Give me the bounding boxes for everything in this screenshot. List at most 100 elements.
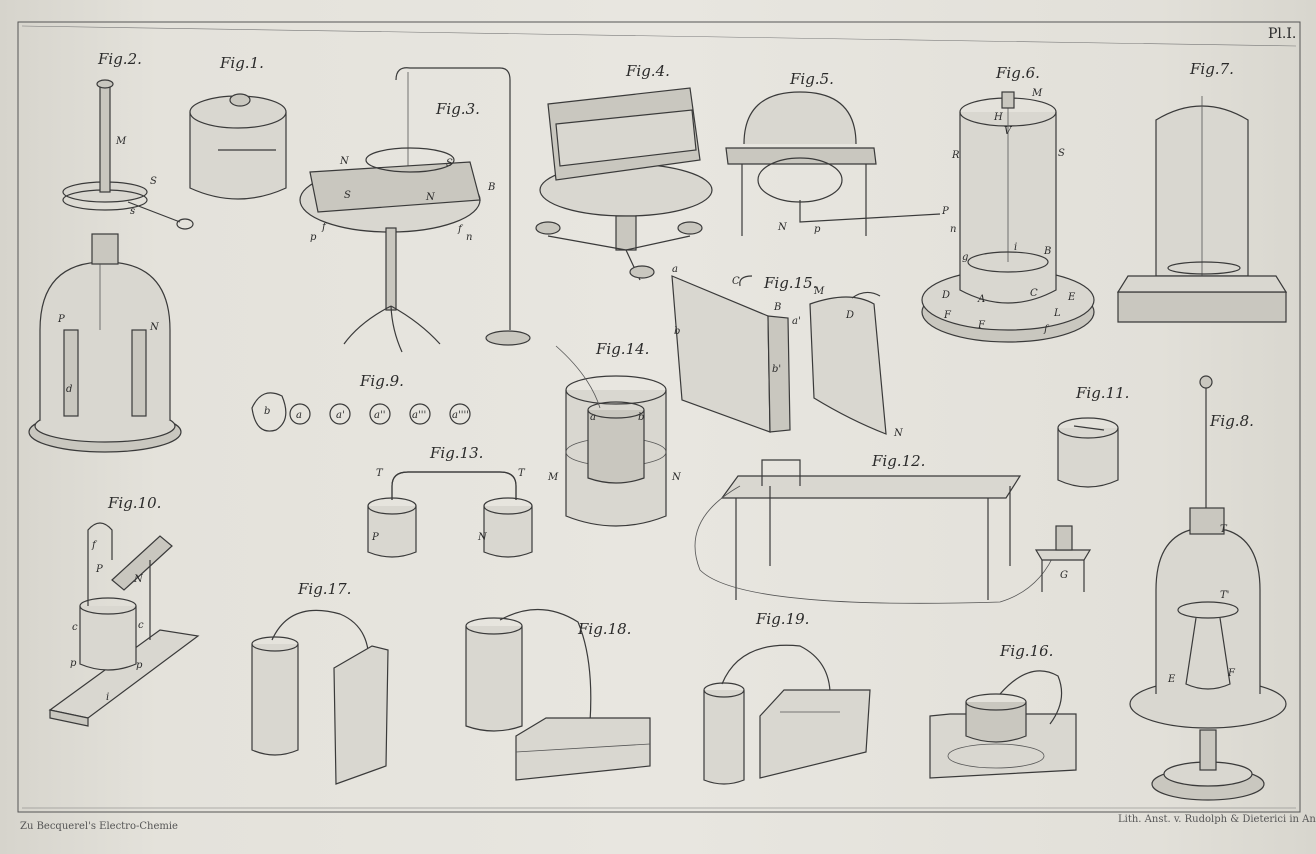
figure-7-label: Fig.7. [1189, 60, 1234, 78]
fig6-letter-i: i [1014, 242, 1017, 253]
figure-3-label: Fig.3. [435, 100, 480, 118]
fig15-letter-a1: a' [792, 316, 801, 327]
fig15-letter-b: b [674, 326, 680, 337]
credit-right: Lith. Anst. v. Rudolph & Dieterici in An… [1118, 814, 1316, 825]
fig15-letter-D: D [845, 310, 854, 321]
figure-18-label: Fig.18. [577, 620, 631, 638]
fig3-letter-N2: N [425, 192, 436, 203]
fig8-letter-T1: T' [1220, 590, 1229, 601]
fig6-letter-L: L [1053, 308, 1061, 319]
fig5-letter-N: N [777, 222, 788, 233]
plate-number: Pl.I. [1268, 26, 1296, 42]
fig14-letter-M: M [547, 472, 559, 483]
fig6-letter-f: f [1043, 324, 1050, 335]
fig10-letter-N: N [133, 574, 144, 585]
figure-4-box-apparatus: Fig.4. [535, 62, 713, 281]
fig2-letter-P: P [57, 314, 65, 325]
fig6-letter-E: E [1067, 292, 1076, 303]
figure-9-discs: Fig.9. b a a' a'' a''' a'''' [251, 372, 471, 432]
figure-13-u-tube: Fig.13. T T P N [367, 444, 533, 558]
fig8-letter-F: F [1227, 668, 1236, 679]
figure-10-label: Fig.10. [107, 494, 161, 512]
fig14-letter-b: b [638, 412, 644, 423]
fig9-letter-a: a [296, 410, 302, 421]
fig2-letter-d: d [66, 384, 72, 395]
fig13-letter-P: P [371, 532, 379, 543]
figure-19-label: Fig.19. [755, 610, 809, 628]
figure-8-bell-jar-stand: Fig.8. T T' E F [1129, 375, 1287, 801]
fig10-letter-p2: p [136, 660, 143, 671]
fig15-letter-b1: b' [772, 364, 781, 375]
figure-7-glass-cylinder-frame: Fig.7. [1116, 60, 1288, 323]
fig3-letter-f: f [321, 222, 328, 233]
figure-16-trough: Fig.16. [929, 642, 1077, 779]
figure-15-plates: Fig.15. C B M D a a' b b' N [671, 264, 904, 439]
figure-4-label: Fig.4. [625, 62, 670, 80]
fig9-letter-a4: a'''' [452, 410, 469, 421]
fig6-letter-D: D [941, 290, 950, 301]
fig8-letter-T: T [1220, 524, 1228, 535]
fig9-letter-a2: a'' [374, 410, 385, 421]
fig6-letter-F: F [943, 310, 952, 321]
fig3-letter-S2: S [344, 190, 351, 201]
fig3-letter-n: n [466, 232, 472, 243]
figure-17-label: Fig.17. [297, 580, 351, 598]
fig14-letter-N: N [671, 472, 682, 483]
figure-8-label: Fig.8. [1209, 412, 1254, 430]
figure-6-glass-cylinder: Fig.6. M H V R S g i B D E A C L F F f [921, 64, 1095, 343]
credit-left: Zu Becquerel's Electro-Chemie [20, 821, 178, 832]
fig6-letter-F2: F [977, 320, 986, 331]
figure-14-label: Fig.14. [595, 340, 649, 358]
fig8-letter-E: E [1167, 674, 1176, 685]
fig6-letter-R: R [951, 150, 960, 161]
figure-17-cell-and-plate: Fig.17. [251, 580, 389, 785]
figure-2-bell-jar: Fig.2. M S s P N d [28, 50, 194, 453]
fig13-letter-N: N [477, 532, 488, 543]
fig5-letter-n: n [950, 224, 956, 235]
fig6-letter-V: V [1004, 126, 1013, 137]
fig13-letter-T: T [376, 468, 384, 479]
fig6-letter-M: M [1031, 88, 1043, 99]
fig5-letter-P: P [941, 206, 949, 217]
fig15-letter-C: C [732, 276, 740, 287]
fig13-letter-T2: T [518, 468, 526, 479]
fig15-letter-B: B [773, 302, 781, 313]
fig3-letter-B: B [487, 182, 495, 193]
figure-19-cell-and-trough: Fig.19. [703, 610, 871, 785]
top-rule [21, 25, 1297, 47]
fig2-letter-M: M [115, 136, 127, 147]
fig6-letter-C: C [1030, 288, 1038, 299]
figure-1-cylinder: Fig.1. [189, 54, 287, 200]
fig5-letter-p: p [814, 224, 821, 235]
fig3-letter-S: S [446, 158, 453, 169]
figure-5-label: Fig.5. [789, 70, 834, 88]
fig15-letter-M: M [813, 286, 825, 297]
fig10-letter-p: p [70, 658, 77, 669]
fig3-letter-p: p [310, 232, 317, 243]
figure-11-small-cylinder: Fig.11. [1057, 384, 1129, 488]
figure-12-table: Fig.12. G [694, 452, 1092, 604]
figure-5-arch-apparatus: Fig.5. N p P n [725, 70, 956, 236]
fig3-letter-f2: f [457, 224, 464, 235]
fig14-letter-a: a [590, 412, 596, 423]
fig9-letter-a3: a''' [412, 410, 426, 421]
figure-18-cell-and-trough: Fig.18. [465, 608, 651, 781]
fig6-letter-g: g [962, 252, 968, 263]
fig2-letter-S: S [150, 176, 157, 187]
fig6-letter-H: H [993, 112, 1003, 123]
fig9-letter-b: b [264, 406, 270, 417]
figure-11-label: Fig.11. [1075, 384, 1129, 402]
figure-13-label: Fig.13. [429, 444, 483, 462]
fig10-letter-c2: c [138, 620, 144, 631]
fig2-letter-s: s [130, 206, 135, 217]
fig6-letter-A: A [977, 294, 985, 305]
fig10-letter-i: i [106, 692, 109, 703]
figure-3-galvanometer-table: Fig.3. N S S N B p f f n [299, 67, 531, 353]
figure-16-label: Fig.16. [999, 642, 1053, 660]
fig6-letter-S: S [1058, 148, 1065, 159]
fig12-letter-G: G [1060, 570, 1068, 581]
fig10-letter-P: P [95, 564, 103, 575]
fig3-letter-N: N [339, 156, 350, 167]
fig2-letter-N: N [149, 322, 160, 333]
